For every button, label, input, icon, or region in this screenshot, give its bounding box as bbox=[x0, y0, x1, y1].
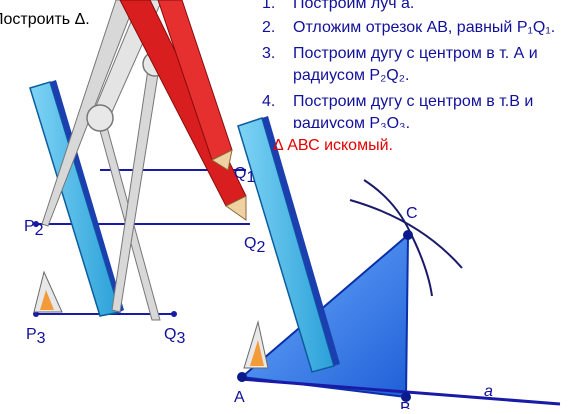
step-text: Построим луч a. bbox=[293, 0, 415, 12]
steps-list: 1. Построим луч a. 2. Отложим отрезок АВ… bbox=[262, 0, 577, 128]
small-set-square-2-fill bbox=[250, 340, 264, 366]
step-text: Построим дугу с центром в т.В и bbox=[293, 93, 534, 110]
compass-hinge-1 bbox=[86, 104, 114, 132]
left-ruler-edge bbox=[50, 80, 124, 312]
right-ruler-edge bbox=[262, 116, 340, 366]
label-p2: P2 bbox=[24, 218, 44, 239]
label-q3: Q3 bbox=[164, 326, 185, 347]
label-c: C bbox=[406, 205, 418, 222]
page-title: Построить Δ. bbox=[0, 11, 90, 28]
step-text: Отложим отрезок АВ, равный P₁Q₁. bbox=[293, 19, 556, 36]
point-b bbox=[401, 392, 411, 402]
label-ray-a: a bbox=[484, 383, 493, 400]
small-set-square-1-fill bbox=[40, 290, 54, 310]
label-a: A bbox=[234, 389, 245, 406]
point-q3 bbox=[171, 311, 177, 317]
result-text: Δ АВС искомый. bbox=[273, 137, 393, 154]
step-number: 2. bbox=[262, 19, 276, 36]
step-text: радиусом P₂Q₂. bbox=[293, 67, 410, 84]
step-text: радиусом P₃Q₃. bbox=[293, 115, 411, 128]
step-number: 1. bbox=[262, 0, 276, 12]
pencil-2-tip bbox=[210, 149, 233, 171]
pencil-1-tip bbox=[225, 195, 247, 221]
arc-center-a bbox=[349, 199, 463, 269]
label-b: B bbox=[400, 400, 411, 409]
step-number: 4. bbox=[262, 93, 276, 110]
label-q1: Q1 bbox=[234, 165, 255, 186]
point-a bbox=[237, 372, 247, 382]
small-set-square-1 bbox=[33, 270, 63, 313]
label-q2: Q2 bbox=[244, 235, 265, 256]
point-p2 bbox=[33, 221, 39, 227]
step-number: 3. bbox=[262, 45, 276, 62]
label-p3: P3 bbox=[26, 326, 46, 347]
small-set-square-2 bbox=[243, 320, 269, 369]
step-text: Построим дугу с центром в т. А и bbox=[293, 45, 538, 62]
point-c bbox=[403, 230, 413, 240]
ray-a bbox=[239, 377, 561, 406]
